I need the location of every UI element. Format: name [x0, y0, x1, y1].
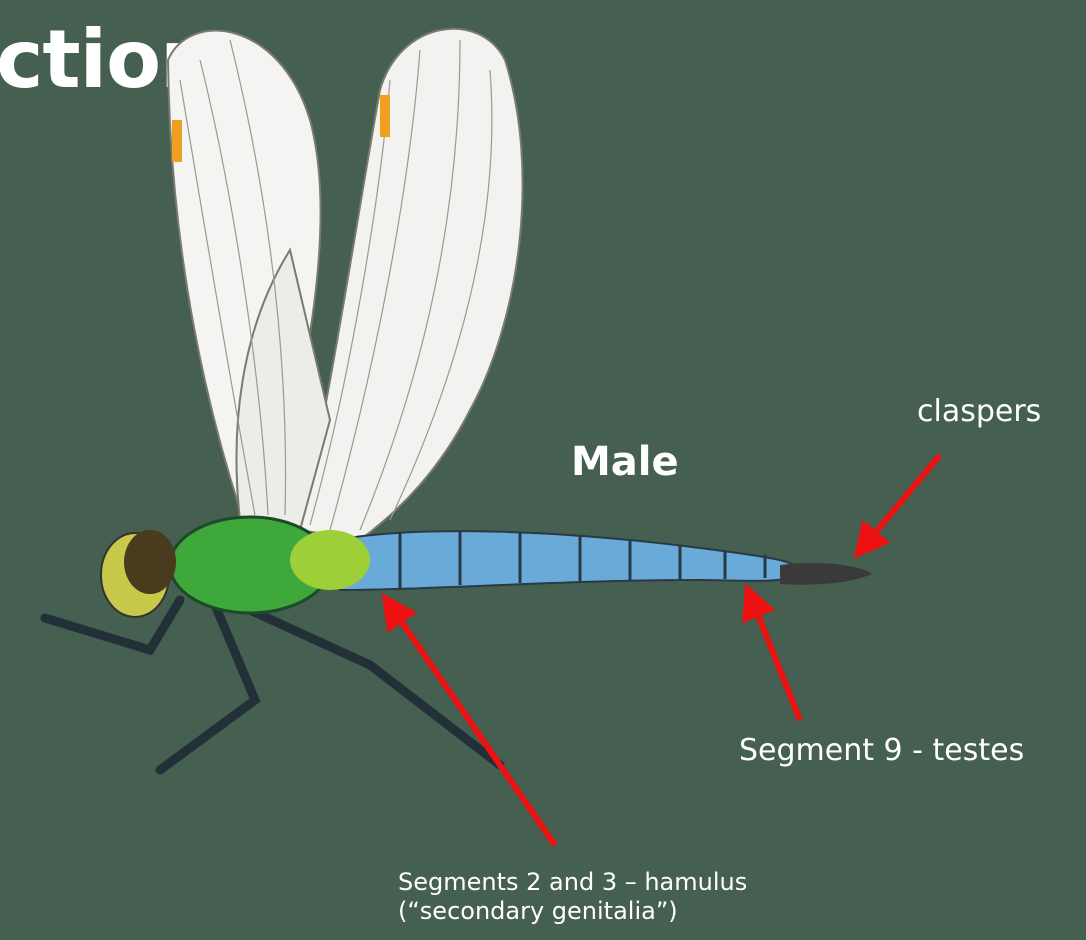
label-segments-2-3-line2: (“secondary genitalia”) — [398, 897, 747, 926]
arrow-icon — [865, 455, 940, 545]
label-segments-2-3: Segments 2 and 3 – hamulus (“secondary g… — [398, 868, 747, 926]
label-segment-9: Segment 9 - testes — [739, 733, 1024, 769]
label-male: Male — [571, 438, 679, 486]
arrow-icon — [392, 608, 555, 845]
arrow-icon — [752, 600, 800, 720]
label-claspers: claspers — [917, 394, 1041, 430]
label-segments-2-3-line1: Segments 2 and 3 – hamulus — [398, 868, 747, 897]
